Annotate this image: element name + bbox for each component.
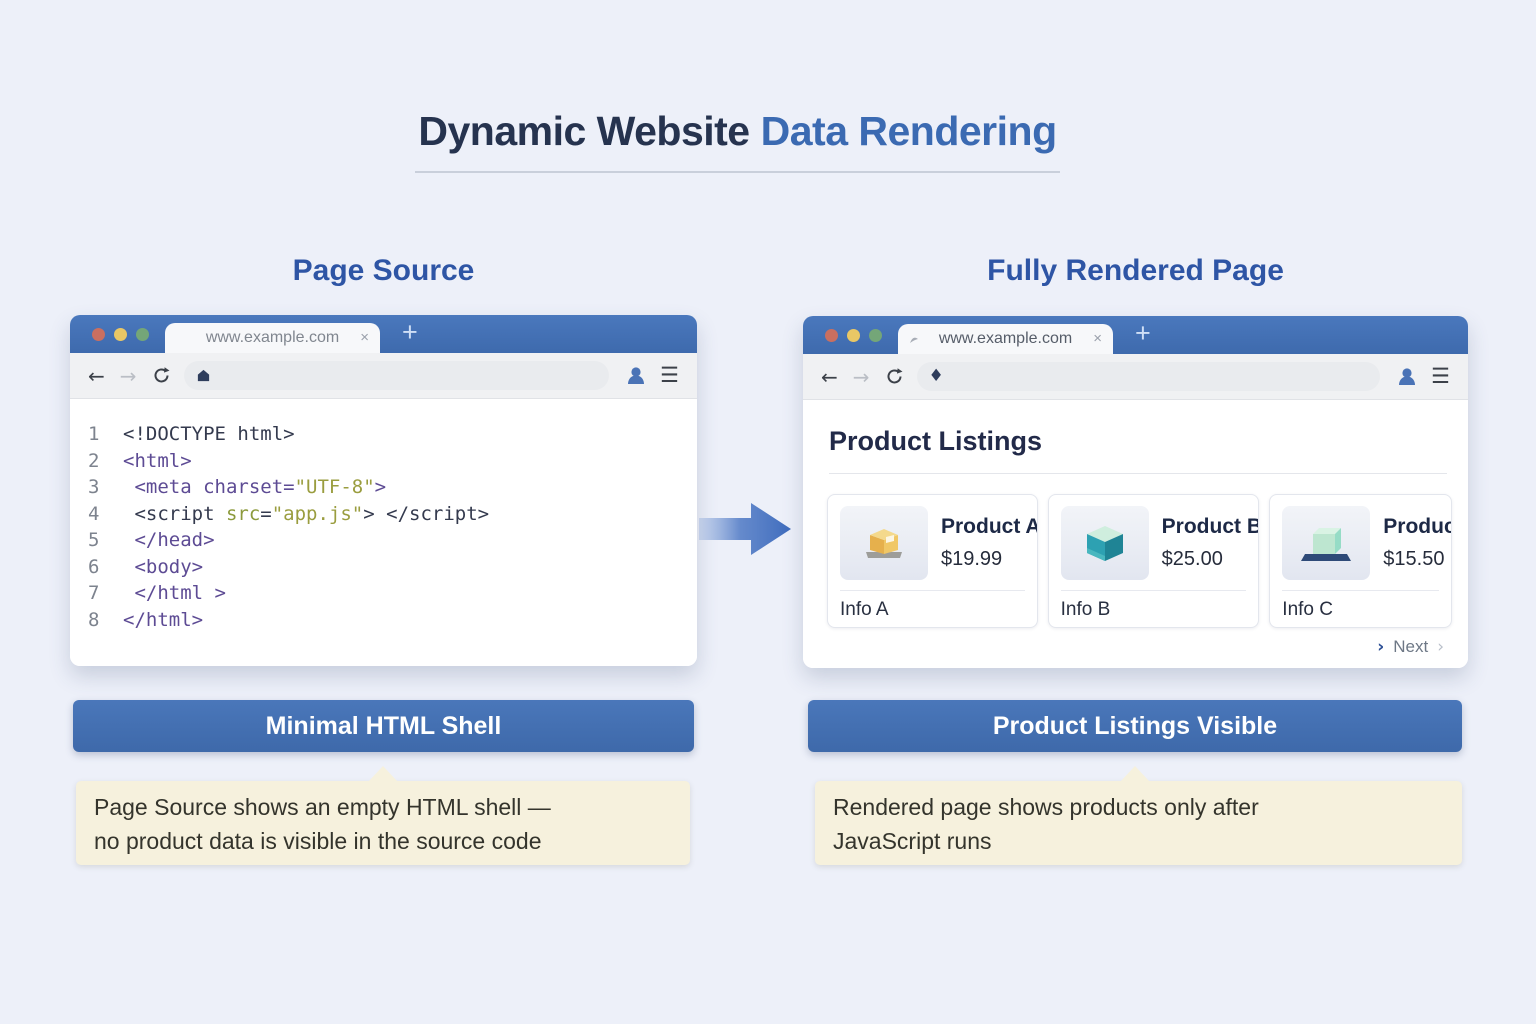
card-divider xyxy=(1282,590,1439,591)
address-bar[interactable]: ♦ xyxy=(916,362,1381,391)
code-line: 6 <body> xyxy=(88,555,204,578)
product-card[interactable]: Product $15.50 Info C xyxy=(1269,494,1452,628)
right-label-bar: Product Listings Visible xyxy=(808,700,1462,752)
code-line: 8</html> xyxy=(88,608,204,631)
code-line: 1<!DOCTYPE html> xyxy=(88,423,295,445)
caption-line: no product data is visible in the source… xyxy=(94,828,542,854)
product-name: Product A xyxy=(941,515,1038,538)
teal-cube-icon xyxy=(1086,526,1123,561)
caption-line: JavaScript runs xyxy=(833,828,992,854)
close-window-icon[interactable] xyxy=(92,328,105,341)
maximize-window-icon[interactable] xyxy=(136,328,149,341)
caption-line: Page Source shows an empty HTML shell — xyxy=(94,794,551,820)
rendered-page-content: Product Listings xyxy=(803,401,1468,668)
refresh-icon[interactable] xyxy=(152,366,171,385)
right-column-heading: Fully Rendered Page xyxy=(987,254,1284,287)
code-line: 4 <script src="app.js"> </script> xyxy=(88,502,490,525)
product-info: Info B xyxy=(1060,599,1111,620)
left-column-heading: Page Source xyxy=(292,254,475,287)
home-icon xyxy=(197,369,209,382)
site-identity-icon: ♦ xyxy=(928,366,944,386)
product-card[interactable]: Product A $19.99 Info A xyxy=(827,494,1038,628)
browser-tab[interactable]: www.example.com × xyxy=(898,324,1113,354)
right-caption-note: Rendered page shows products only after … xyxy=(815,766,1462,865)
code-line: 7 </html > xyxy=(88,582,226,604)
minimize-window-icon[interactable] xyxy=(114,328,127,341)
product-info: Info A xyxy=(840,599,889,620)
product-price: $15.50 xyxy=(1383,548,1445,570)
flow-arrow-icon xyxy=(699,493,793,570)
product-price: $25.00 xyxy=(1161,548,1223,570)
product-card[interactable]: Product B $25.00 Info B xyxy=(1047,494,1260,628)
next-pagination-link[interactable]: › Next › xyxy=(1377,637,1444,657)
chevron-right-icon: › xyxy=(1437,637,1444,657)
new-tab-button[interactable]: + xyxy=(1135,318,1151,348)
browser-toolbar: ← → ♦ ☰ xyxy=(803,354,1468,400)
close-window-icon[interactable] xyxy=(825,329,838,342)
product-name: Product B xyxy=(1161,515,1260,538)
content-title: Product Listings xyxy=(829,426,1043,456)
next-label: Next xyxy=(1393,637,1429,656)
code-line: 2<html> xyxy=(88,449,192,472)
tab-close-icon[interactable]: × xyxy=(360,329,369,346)
forward-icon[interactable]: → xyxy=(119,363,137,388)
mint-cube-stand-icon xyxy=(1301,528,1352,561)
menu-icon[interactable]: ☰ xyxy=(1431,364,1450,388)
callout-notch xyxy=(368,766,398,782)
title-divider xyxy=(415,171,1060,173)
title-part-dark: Dynamic Website xyxy=(418,108,750,154)
browser-titlebar: www.example.com × + xyxy=(70,315,697,353)
caption-line: Rendered page shows products only after xyxy=(833,794,1259,820)
product-image-tile xyxy=(840,506,928,580)
product-image-tile xyxy=(1060,506,1149,580)
left-label-bar: Minimal HTML Shell xyxy=(73,700,694,752)
package-box-icon xyxy=(866,529,902,558)
tab-url-label: www.example.com xyxy=(938,330,1073,347)
back-icon[interactable]: ← xyxy=(88,363,105,388)
menu-icon[interactable]: ☰ xyxy=(660,363,679,387)
rendered-browser-window: www.example.com × + ← → ♦ ☰ Product List… xyxy=(803,316,1468,668)
forward-icon[interactable]: → xyxy=(852,364,870,389)
product-name: Product xyxy=(1383,515,1451,538)
traffic-lights[interactable] xyxy=(92,328,149,341)
browser-toolbar: ← → ☰ xyxy=(70,353,697,399)
product-image-tile xyxy=(1282,506,1371,580)
card-divider xyxy=(840,590,1025,591)
product-cards: Product A $19.99 Info A xyxy=(827,494,1452,628)
address-bar[interactable] xyxy=(183,361,610,390)
profile-icon[interactable] xyxy=(1396,366,1418,387)
tab-close-icon[interactable]: × xyxy=(1093,330,1102,347)
maximize-window-icon[interactable] xyxy=(869,329,882,342)
code-line: 3 <meta charset="UTF-8"> xyxy=(88,476,387,498)
minimize-window-icon[interactable] xyxy=(847,329,860,342)
left-caption-note: Page Source shows an empty HTML shell — … xyxy=(76,766,690,865)
browser-titlebar: www.example.com × + xyxy=(803,316,1468,354)
browser-tab[interactable]: www.example.com × xyxy=(165,323,380,353)
new-tab-button[interactable]: + xyxy=(402,317,418,347)
source-browser-window: www.example.com × + ← → ☰ 1<!DOCTYPE htm… xyxy=(70,315,697,666)
tab-favicon xyxy=(908,333,920,351)
product-info: Info C xyxy=(1282,599,1333,620)
callout-notch xyxy=(1120,766,1150,782)
refresh-icon[interactable] xyxy=(885,367,904,386)
code-line: 5 </head> xyxy=(88,529,215,551)
page-source-code: 1<!DOCTYPE html> 2<html> 3 <meta charset… xyxy=(70,400,697,666)
chevron-right-icon: › xyxy=(1377,637,1385,657)
title-part-blue: Data Rendering xyxy=(760,108,1058,154)
back-icon[interactable]: ← xyxy=(821,364,838,389)
content-divider xyxy=(829,473,1447,474)
product-price: $19.99 xyxy=(941,548,1003,570)
profile-icon[interactable] xyxy=(625,365,647,386)
card-divider xyxy=(1060,590,1247,591)
tab-url-label: www.example.com xyxy=(205,329,340,346)
traffic-lights[interactable] xyxy=(825,329,882,342)
